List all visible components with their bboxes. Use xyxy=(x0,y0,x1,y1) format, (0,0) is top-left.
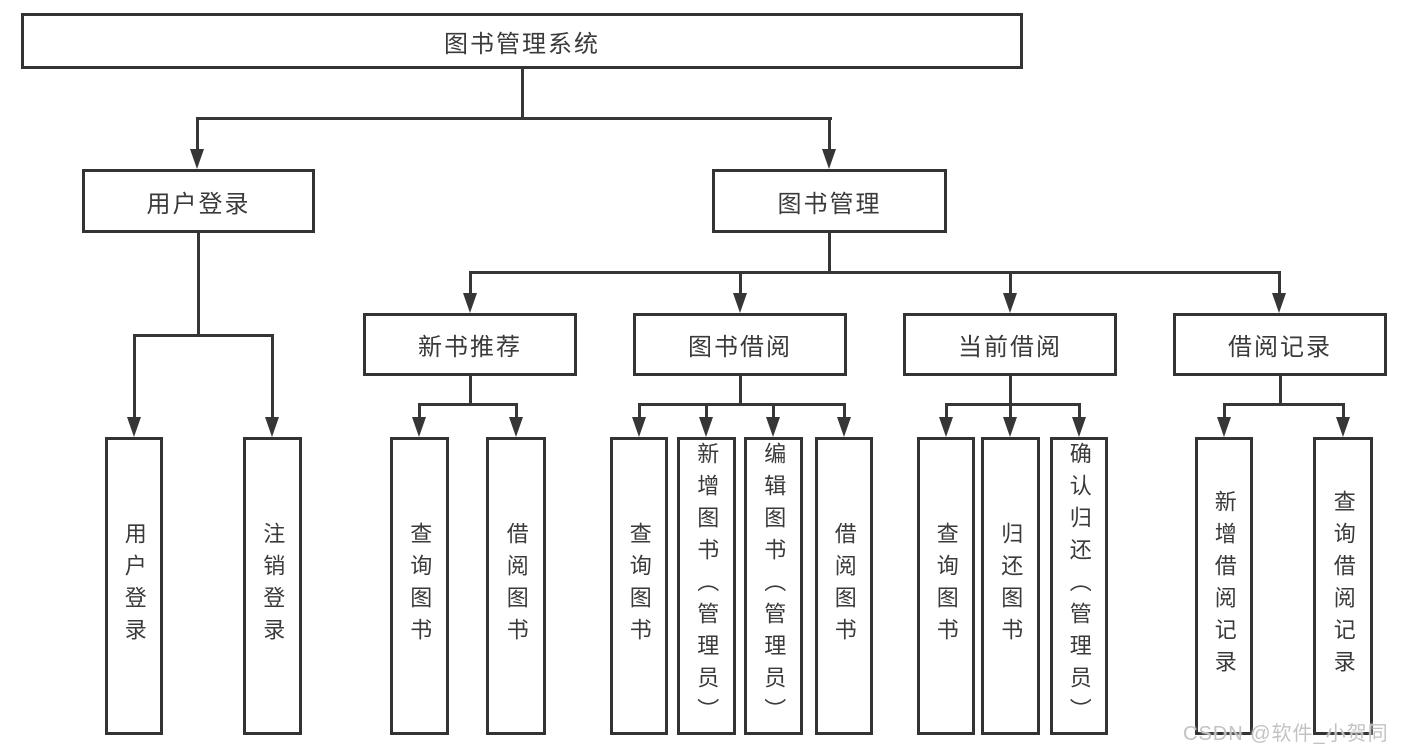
watermark: CSDN @软件_小贺同学 xyxy=(1183,723,1389,745)
leaf-query-borrow-record: 查询借阅记录 xyxy=(1313,437,1373,735)
edge-vline xyxy=(521,69,524,119)
arrowhead xyxy=(1003,417,1017,437)
edge-vline xyxy=(1278,271,1281,297)
arrowhead xyxy=(127,417,141,437)
arrowhead xyxy=(509,417,523,437)
edge-vline xyxy=(271,334,274,422)
leaf-user-login: 用户登录 xyxy=(105,437,163,735)
edge-hline xyxy=(945,403,1080,406)
edge-vline xyxy=(705,403,708,420)
node-new-book-recommendation: 新书推荐 xyxy=(363,313,577,376)
leaf-query-books-borrow: 查询图书 xyxy=(610,437,668,735)
node-book-borrowing: 图书借阅 xyxy=(633,313,847,376)
edge-vline xyxy=(1279,376,1282,406)
edge-vline xyxy=(843,403,846,420)
edge-vline xyxy=(515,403,518,420)
edge-vline xyxy=(945,403,948,420)
arrowhead xyxy=(766,417,780,437)
leaf-query-books-current: 查询图书 xyxy=(917,437,975,735)
node-user-login: 用户登录 xyxy=(82,169,315,233)
edge-vline xyxy=(1009,376,1012,406)
arrowhead xyxy=(822,149,836,169)
arrowhead xyxy=(1336,417,1350,437)
edge-hline xyxy=(418,403,518,406)
edge-vline xyxy=(638,403,641,420)
arrowhead xyxy=(632,417,646,437)
edge-hline xyxy=(196,117,832,120)
arrowhead xyxy=(1217,417,1231,437)
edge-vline xyxy=(1009,271,1012,297)
arrowhead xyxy=(733,293,747,313)
edge-hline xyxy=(133,334,274,337)
edge-vline xyxy=(739,376,742,406)
arrowhead xyxy=(190,149,204,169)
arrowhead xyxy=(699,417,713,437)
arrowhead xyxy=(1072,417,1086,437)
edge-vline xyxy=(133,334,136,422)
node-borrowing-records: 借阅记录 xyxy=(1173,313,1387,376)
edge-vline xyxy=(469,376,472,406)
leaf-query-books-recommend: 查询图书 xyxy=(390,437,449,735)
edge-vline xyxy=(1223,403,1226,420)
edge-vline xyxy=(1009,403,1012,420)
node-library-management-system: 图书管理系统 xyxy=(21,13,1023,69)
leaf-add-book-admin: 新增图书（管理员） xyxy=(677,437,736,735)
leaf-logout: 注销登录 xyxy=(243,437,302,735)
leaf-return-book: 归还图书 xyxy=(981,437,1040,735)
edge-vline xyxy=(197,233,200,336)
arrowhead xyxy=(265,417,279,437)
edge-hline xyxy=(638,403,845,406)
arrowhead xyxy=(463,293,477,313)
leaf-add-borrow-record: 新增借阅记录 xyxy=(1195,437,1253,735)
arrowhead xyxy=(1003,293,1017,313)
node-current-borrowing: 当前借阅 xyxy=(903,313,1117,376)
arrowhead xyxy=(939,417,953,437)
edge-vline xyxy=(772,403,775,420)
edge-vline xyxy=(739,271,742,297)
edge-vline xyxy=(469,271,472,297)
node-book-management: 图书管理 xyxy=(712,169,947,233)
leaf-edit-book-admin: 编辑图书（管理员） xyxy=(744,437,803,735)
arrowhead xyxy=(837,417,851,437)
edge-vline xyxy=(828,117,831,153)
edge-vline xyxy=(1078,403,1081,420)
edge-vline xyxy=(1342,403,1345,420)
edge-vline xyxy=(196,117,199,153)
edge-vline xyxy=(828,233,831,274)
leaf-confirm-return-admin: 确认归还（管理员） xyxy=(1050,437,1108,735)
edge-vline xyxy=(418,403,421,420)
edge-hline xyxy=(469,271,1281,274)
leaf-borrow-books-recommend: 借阅图书 xyxy=(486,437,546,735)
leaf-borrow-books-borrow: 借阅图书 xyxy=(815,437,873,735)
arrowhead xyxy=(412,417,426,437)
arrowhead xyxy=(1272,293,1286,313)
edge-hline xyxy=(1223,403,1344,406)
